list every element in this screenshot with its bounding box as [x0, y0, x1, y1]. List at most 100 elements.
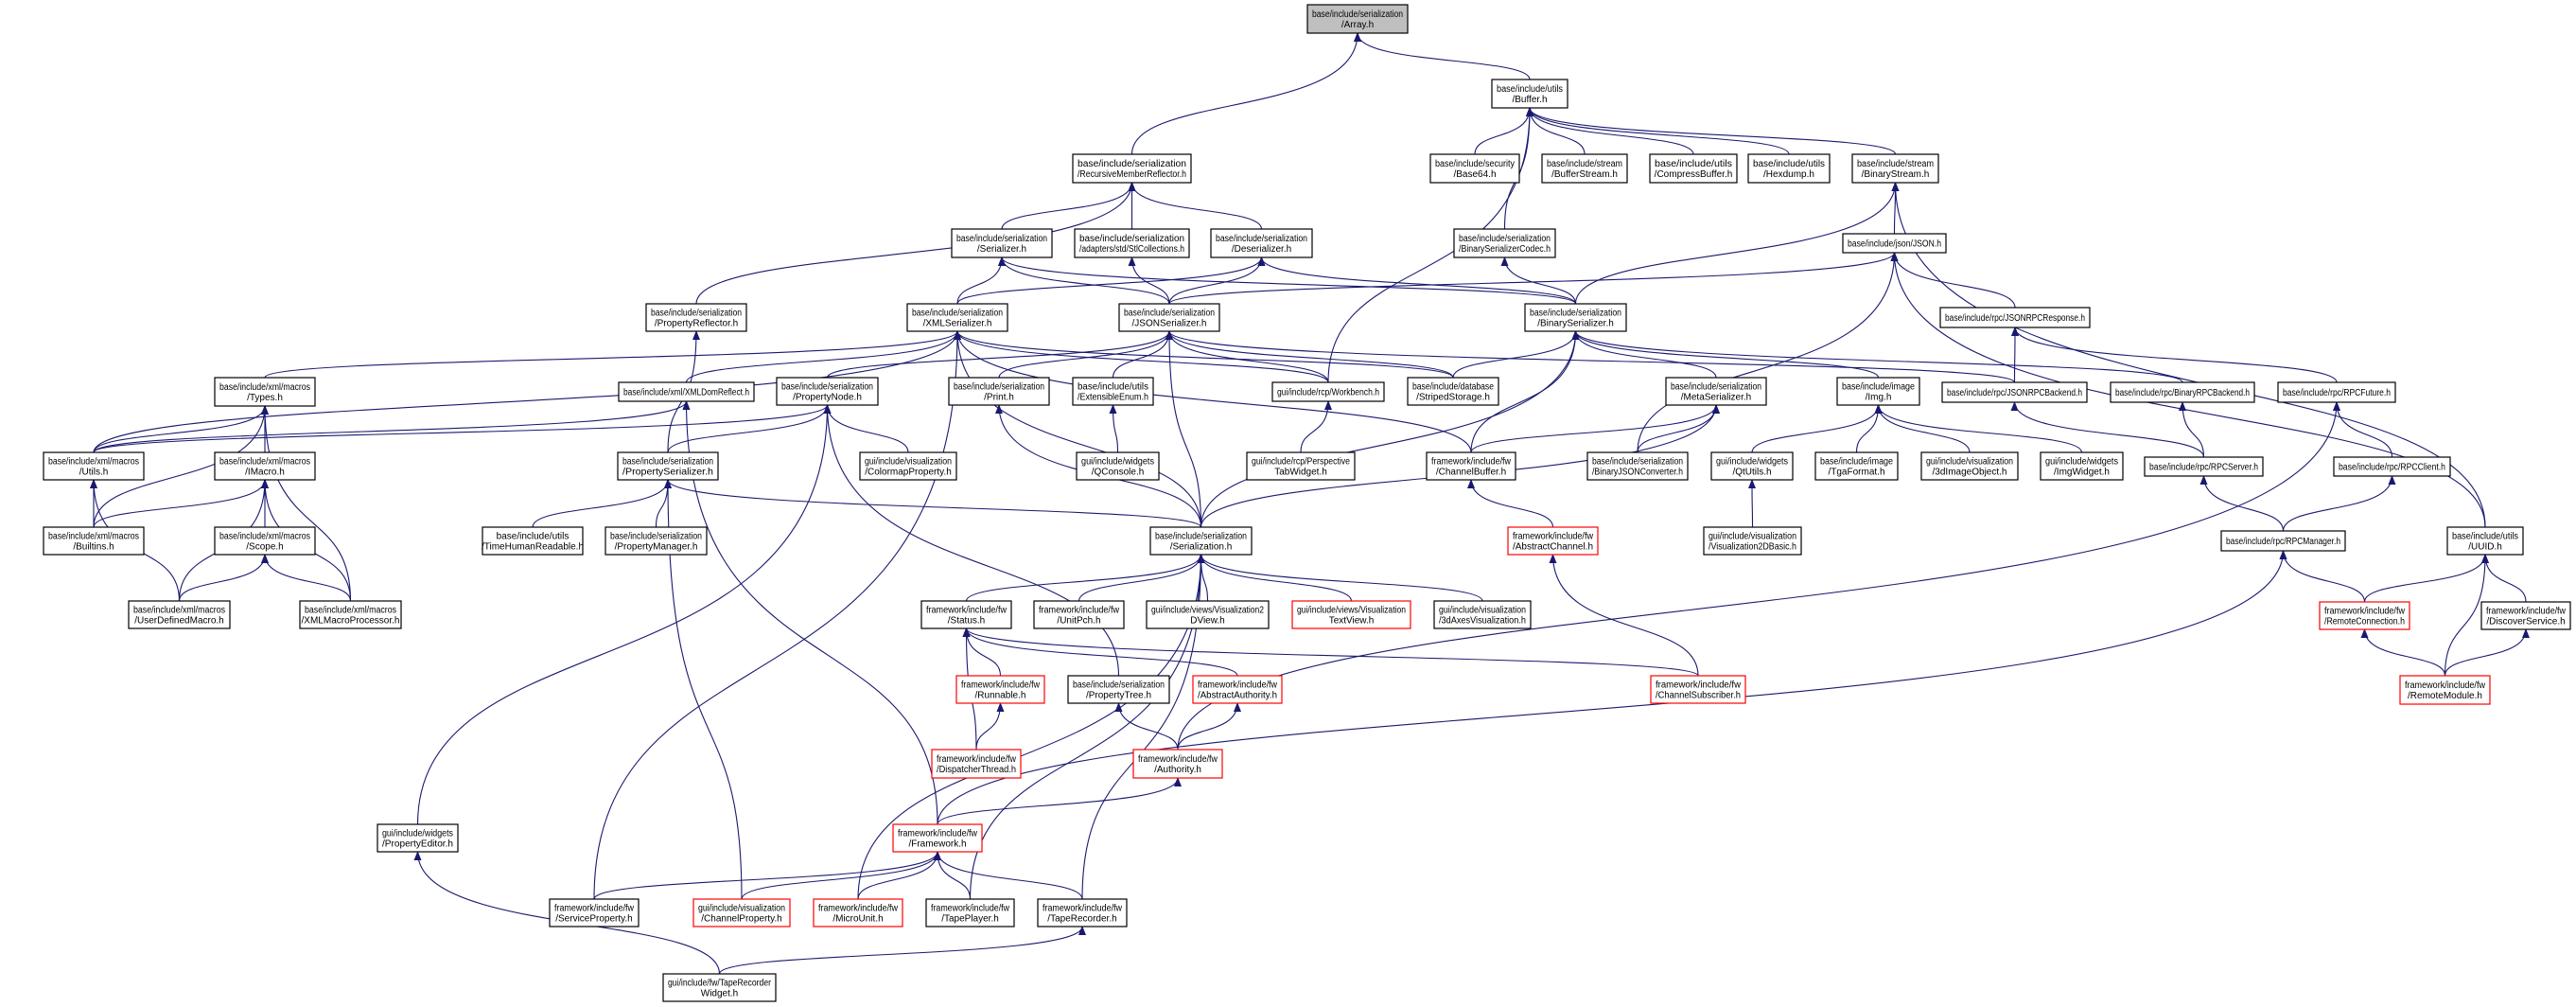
include-edge-serialization-to-jsonserializer — [1165, 330, 1202, 528]
node-label: framework/include/fw — [1198, 680, 1278, 691]
node-box — [1649, 153, 1738, 184]
file-node-jsonrpcbackend[interactable]: base/include/rpc/JSONRPCBackend.h — [1941, 381, 2088, 403]
file-node-channelsubscriber[interactable]: framework/include/fw/ChannelSubscriber.h — [1650, 675, 1746, 704]
file-node-qtutils[interactable]: gui/include/widgets/QtUtils.h — [1710, 451, 1794, 481]
include-edge-rpcclient-to-rpcfuture — [2333, 401, 2393, 458]
file-node-serviceproperty[interactable]: framework/include/fw/ServiceProperty.h — [549, 898, 640, 928]
include-edge-serviceproperty-to-framework — [593, 851, 941, 900]
file-node-propertyreflector[interactable]: base/include/serialization/PropertyRefle… — [645, 303, 747, 332]
file-node-types[interactable]: base/include/xml/macros/Types.h — [214, 377, 316, 407]
node-box — [617, 451, 719, 481]
file-node-stlcollections[interactable]: base/include/serialization/adapters/std/… — [1074, 228, 1190, 258]
file-node-binaryserializer[interactable]: base/include/serialization/BinarySeriali… — [1524, 303, 1627, 332]
file-node-microunit[interactable]: framework/include/fw/MicroUnit.h — [813, 898, 903, 928]
file-node-axesvisualization3d[interactable]: gui/include/visualization/3dAxesVisualiz… — [1433, 600, 1532, 629]
node-label: gui/include/visualization — [1439, 606, 1526, 616]
file-node-imacro[interactable]: base/include/xml/macros/IMacro.h — [214, 451, 316, 481]
node-label: /Deserializer.h — [1232, 244, 1291, 255]
file-node-rpcserver[interactable]: base/include/rpc/RPCServer.h — [2144, 456, 2264, 477]
file-node-rmr[interactable]: base/include/serialization/RecursiveMemb… — [1072, 153, 1192, 184]
file-node-runnable[interactable]: framework/include/fw/Runnable.h — [955, 675, 1045, 704]
file-node-uuid[interactable]: base/include/utils/UUID.h — [2446, 526, 2524, 556]
file-node-remoteconnection[interactable]: framework/include/fw/RemoteConnection.h — [2319, 601, 2410, 630]
file-node-propertytree[interactable]: base/include/serialization/PropertyTree.… — [1067, 675, 1170, 704]
file-node-binaryjsonconverter[interactable]: base/include/serialization/BinaryJSONCon… — [1586, 451, 1689, 481]
file-node-abstractchannel[interactable]: framework/include/fw/AbstractChannel.h — [1507, 526, 1599, 556]
file-node-print[interactable]: base/include/serialization/Print.h — [948, 377, 1050, 406]
file-node-tgaformat[interactable]: base/include/image/TgaFormat.h — [1814, 451, 1899, 481]
file-node-remotemodule[interactable]: framework/include/fw/RemoteModule.h — [2399, 675, 2491, 705]
node-label: base/include/serialization — [1216, 234, 1307, 244]
file-node-xmlserializer[interactable]: base/include/serialization/XMLSerializer… — [906, 303, 1008, 332]
file-node-base64[interactable]: base/include/security/Base64.h — [1429, 153, 1520, 184]
node-label: base/include/xml/macros — [219, 382, 310, 393]
file-node-taperecorder[interactable]: framework/include/fw/TapeRecorder.h — [1037, 898, 1128, 928]
file-node-scope[interactable]: base/include/xml/macros/Scope.h — [214, 526, 316, 556]
file-node-discoverservice[interactable]: framework/include/fw/DiscoverService.h — [2480, 601, 2571, 630]
include-edge-framework-to-xmldomreflect — [682, 400, 938, 825]
node-label: /3dAxesVisualization.h — [1439, 616, 1526, 627]
node-box — [2220, 530, 2346, 552]
file-node-builtins[interactable]: base/include/xml/macros/Builtins.h — [43, 526, 145, 556]
file-node-rpcmanager[interactable]: base/include/rpc/RPCManager.h — [2220, 530, 2346, 552]
include-edge-remoteconnection-to-uuid — [2363, 554, 2489, 603]
file-node-status[interactable]: framework/include/fw/Status.h — [920, 600, 1012, 629]
file-node-channelbuffer[interactable]: framework/include/fw/ChannelBuffer.h — [1426, 451, 1516, 481]
file-node-binaryserializercodec[interactable]: base/include/serialization/BinarySeriali… — [1453, 228, 1556, 258]
file-node-binaryrpcbackend[interactable]: base/include/rpc/BinaryRPCBackend.h — [2110, 381, 2255, 403]
node-label: framework/include/fw — [1431, 457, 1512, 468]
node-label: gui/include/widgets — [1716, 457, 1788, 468]
node-label: base/include/serialization — [1592, 457, 1683, 468]
file-node-imgwidget[interactable]: gui/include/widgets/ImgWidget.h — [2040, 451, 2124, 481]
file-node-dispatcherthread[interactable]: framework/include/fw/DispatcherThread.h — [931, 749, 1022, 779]
file-node-propertynode[interactable]: base/include/serialization/PropertyNode.… — [776, 377, 879, 406]
node-box — [1306, 4, 1409, 34]
file-node-json[interactable]: base/include/json/JSON.h — [1842, 233, 1947, 254]
file-node-propertyserializer[interactable]: base/include/serialization/PropertySeria… — [617, 451, 719, 481]
file-node-img[interactable]: base/include/image/Img.h — [1836, 377, 1920, 406]
file-node-deserializer[interactable]: base/include/serialization/Deserializer.… — [1210, 228, 1313, 258]
file-node-xmldomreflect[interactable]: base/include/xml/XMLDomReflect.h — [618, 381, 755, 402]
node-label: /XMLMacroProcessor.h — [302, 616, 400, 627]
file-node-xmlmacroprocessor[interactable]: base/include/xml/macros/XMLMacroProcesso… — [299, 600, 402, 629]
file-node-rpcclient[interactable]: base/include/rpc/RPCClient.h — [2333, 456, 2451, 477]
file-node-framework[interactable]: framework/include/fw/Framework.h — [892, 823, 983, 853]
file-node-extensibleenum[interactable]: base/include/utils/ExtensibleEnum.h — [1072, 377, 1154, 406]
file-node-array[interactable]: base/include/serialization/Array.h — [1306, 4, 1409, 34]
file-node-visualizationtextview[interactable]: gui/include/views/VisualizationTextView.… — [1291, 600, 1411, 629]
file-node-rpcfuture[interactable]: base/include/rpc/RPCFuture.h — [2277, 381, 2396, 403]
file-node-serialization[interactable]: base/include/serialization/Serialization… — [1149, 526, 1253, 556]
file-node-tapeplayer[interactable]: framework/include/fw/TapePlayer.h — [925, 898, 1015, 928]
file-node-xmlutils[interactable]: base/include/xml/macros/Utils.h — [43, 451, 145, 481]
node-label: /Serializer.h — [977, 244, 1026, 255]
file-node-channelproperty[interactable]: gui/include/visualization/ChannelPropert… — [692, 898, 791, 928]
file-node-authority[interactable]: framework/include/fw/Authority.h — [1132, 749, 1223, 779]
file-node-hexdump[interactable]: base/include/utils/Hexdump.h — [1747, 153, 1831, 184]
file-node-unitpch[interactable]: framework/include/fw/UnitPch.h — [1033, 600, 1125, 629]
file-node-userdefinedmacro[interactable]: base/include/xml/macros/UserDefinedMacro… — [128, 600, 231, 629]
file-node-abstractauthority[interactable]: framework/include/fw/AbstractAuthority.h — [1192, 675, 1283, 704]
file-node-propertyeditor[interactable]: gui/include/widgets/PropertyEditor.h — [377, 823, 459, 853]
file-node-propertymanager[interactable]: base/include/serialization/PropertyManag… — [605, 526, 708, 556]
node-label: /Img.h — [1866, 393, 1892, 403]
file-node-stripedstorage[interactable]: base/include/database/StripedStorage.h — [1407, 377, 1499, 406]
file-node-compressbuffer[interactable]: base/include/utils/CompressBuffer.h — [1649, 153, 1738, 184]
file-node-colormapproperty[interactable]: gui/include/visualization/ColormapProper… — [859, 451, 957, 481]
file-node-qconsole[interactable]: gui/include/widgets/QConsole.h — [1076, 451, 1160, 481]
node-box — [906, 303, 1008, 332]
file-node-visualization2dbasic[interactable]: gui/include/visualization/Visualization2… — [1703, 526, 1802, 556]
file-node-binarystream[interactable]: base/include/stream/BinaryStream.h — [1851, 153, 1939, 184]
file-node-jsonserializer[interactable]: base/include/serialization/JSONSerialize… — [1118, 303, 1220, 332]
file-node-workbench[interactable]: gui/include/rcp/Workbench.h — [1271, 381, 1385, 402]
node-label: /adapters/std/StlCollections.h — [1079, 244, 1184, 255]
file-node-buffer[interactable]: base/include/utils/Buffer.h — [1491, 79, 1568, 109]
file-node-serializer[interactable]: base/include/serialization/Serializer.h — [951, 228, 1053, 258]
file-node-metaserializer[interactable]: base/include/serialization/MetaSerialize… — [1665, 377, 1767, 406]
file-node-timehumanreadable[interactable]: base/include/utils/TimeHumanReadable.h — [482, 526, 584, 556]
file-node-jsonrpcresponse[interactable]: base/include/rpc/JSONRPCResponse.h — [1939, 307, 2091, 328]
file-node-imageobject3d[interactable]: gui/include/visualization/3dImageObject.… — [1920, 451, 2019, 481]
file-node-bufferstream[interactable]: base/include/stream/BufferStream.h — [1541, 153, 1628, 184]
